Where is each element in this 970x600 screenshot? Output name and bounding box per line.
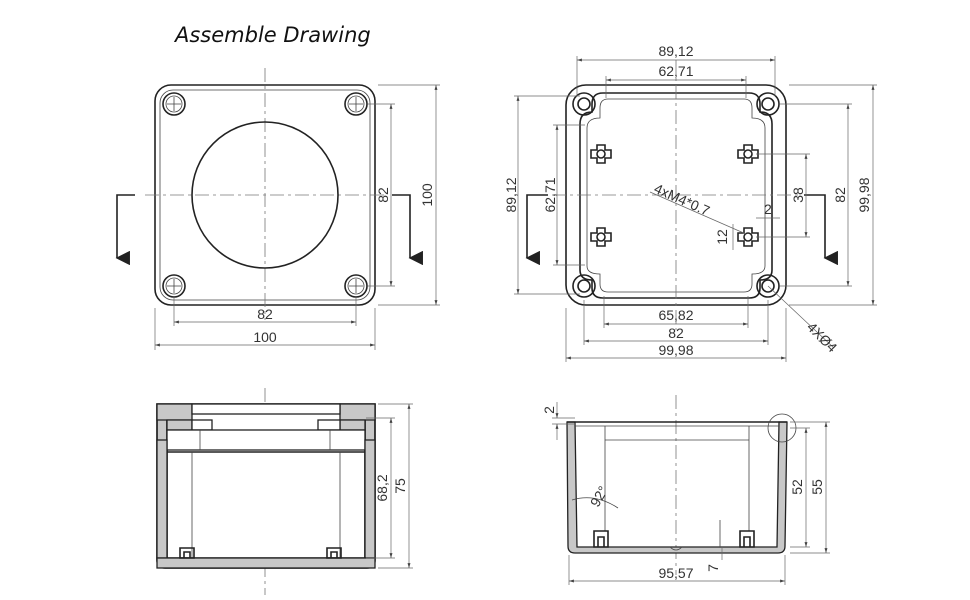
hole-icon [572,274,596,298]
dim-label: 65,82 [658,307,693,323]
threaded-boss-icon [737,227,759,247]
dim-label: 12 [714,229,730,245]
drawing-title: Assemble Drawing [173,23,371,47]
dim-label: 100 [253,329,277,345]
box-top-view: 89,12 62,71 89,12 62,71 4xM4*0.7 2 12 38… [503,43,877,362]
dim-label: 52 [789,479,805,495]
dim-label: 55 [809,479,825,495]
screw-icon [344,92,368,116]
threaded-boss-icon [737,144,759,164]
box-side-section: 92° 2 52 55 95,57 7 [541,395,830,585]
dim-label: 82 [832,187,848,203]
dim-label: 38 [790,187,806,203]
thread-callout: 4xM4*0.7 [652,180,713,219]
dim-label: 82 [257,306,273,322]
screw-icon [344,274,368,298]
dim-label: 89,12 [658,43,693,59]
dim-label: 99,98 [658,342,693,358]
dim-label: 99,98 [856,177,872,212]
section-arrow-icon [115,194,135,266]
dim-label: 82 [375,187,391,203]
dim-label: 7 [705,564,721,572]
threaded-boss-icon [590,227,612,247]
hole-callout: 4XØ4 [804,319,841,356]
screw-icon [162,274,186,298]
hole-icon [756,274,780,298]
hole-icon [756,92,780,116]
dim-label: 100 [419,183,435,207]
dim-label: 82 [668,325,684,341]
section-arrow-icon [525,194,548,266]
dim-label: 89,12 [503,177,519,212]
draft-angle-label: 92° [587,483,611,509]
dim-label: 95,57 [658,565,693,581]
hole-icon [572,92,596,116]
section-arrow-icon [804,194,838,266]
dim-label: 62,71 [658,63,693,79]
dim-label: 2 [541,406,557,414]
lid-side-section: 68,2 75 [156,388,413,595]
lid-top-view: 82 100 82 100 [115,68,440,350]
screw-icon [162,92,186,116]
dim-label: 2 [764,201,772,217]
section-arrow-icon [392,194,423,266]
dim-label: 62,71 [542,177,558,212]
dim-label: 68,2 [374,474,390,501]
threaded-boss-icon [590,144,612,164]
dim-label: 75 [392,478,408,494]
